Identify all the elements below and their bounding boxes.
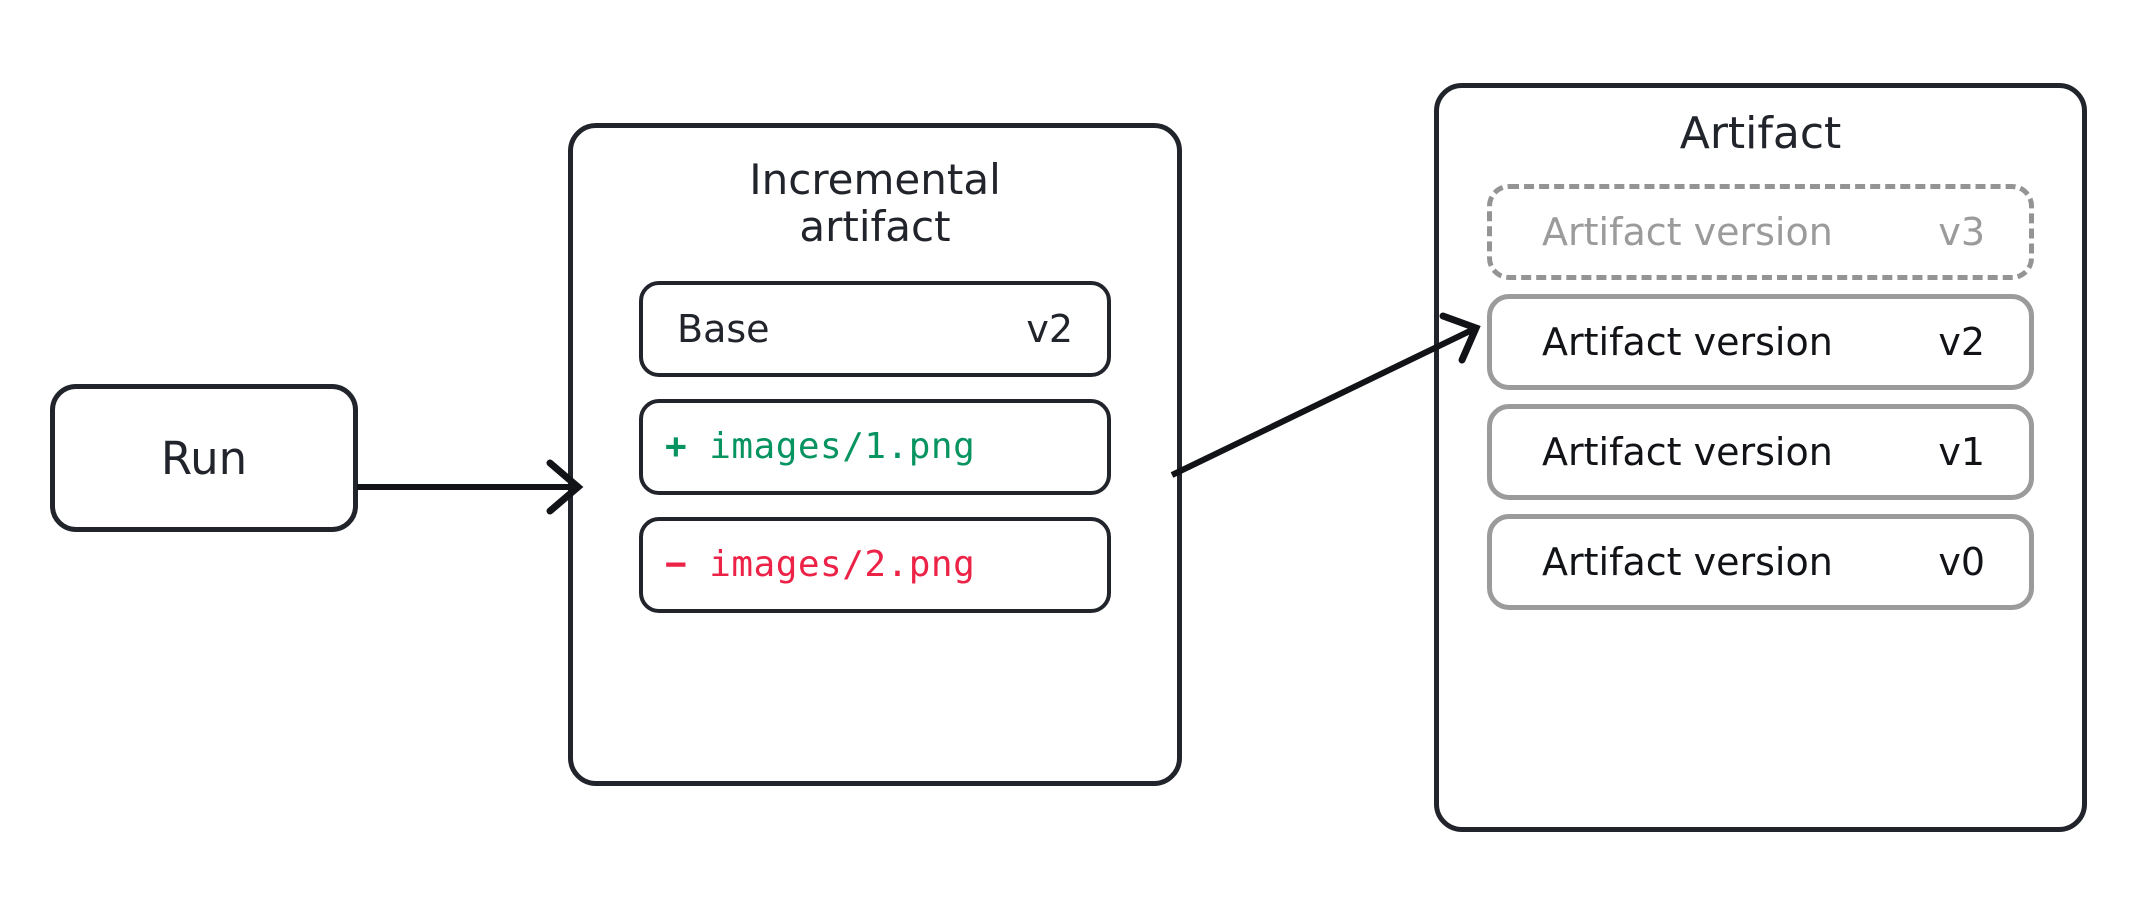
incremental-change-added-path: images/1.png (709, 426, 976, 468)
arrow-run-to-incremental (357, 459, 584, 515)
incremental-change-deleted-path: images/2.png (709, 544, 976, 586)
artifact-version-v2[interactable]: Artifact version v2 (1487, 294, 2034, 391)
artifact-version-label: Artifact version (1542, 320, 1833, 365)
run-label: Run (160, 431, 248, 485)
artifact-version-v3[interactable]: Artifact version v3 (1487, 184, 2034, 281)
artifact-version-label: Artifact version (1542, 430, 1833, 475)
incremental-artifact-panel[interactable]: Incremental artifact Base v2 + images/1.… (568, 123, 1182, 786)
plus-icon: + (665, 426, 688, 468)
arrow-incremental-to-artifact-version-v3 (1170, 312, 1481, 478)
incremental-artifact-title: Incremental artifact (749, 155, 1001, 252)
artifact-title: Artifact (1679, 108, 1842, 159)
artifact-version-tag: v3 (1938, 210, 1985, 255)
run-node[interactable]: Run (50, 384, 358, 532)
artifact-version-tag: v1 (1938, 430, 1985, 475)
artifact-version-label: Artifact version (1542, 540, 1833, 585)
artifact-version-v0[interactable]: Artifact version v0 (1487, 514, 2034, 611)
incremental-base-version: v2 (1026, 306, 1073, 351)
incremental-change-deleted[interactable]: − images/2.png (639, 516, 1111, 613)
artifact-version-v1[interactable]: Artifact version v1 (1487, 404, 2034, 501)
minus-icon: − (665, 544, 688, 586)
incremental-base-label: Base (677, 306, 770, 351)
artifact-version-tag: v2 (1938, 320, 1985, 365)
incremental-change-added[interactable]: + images/1.png (639, 398, 1111, 495)
incremental-base-row[interactable]: Base v2 (639, 280, 1111, 377)
artifact-version-tag: v0 (1938, 540, 1985, 585)
artifact-panel[interactable]: Artifact Artifact version v3 Artifact ve… (1434, 83, 2087, 832)
artifact-version-label: Artifact version (1542, 210, 1833, 255)
